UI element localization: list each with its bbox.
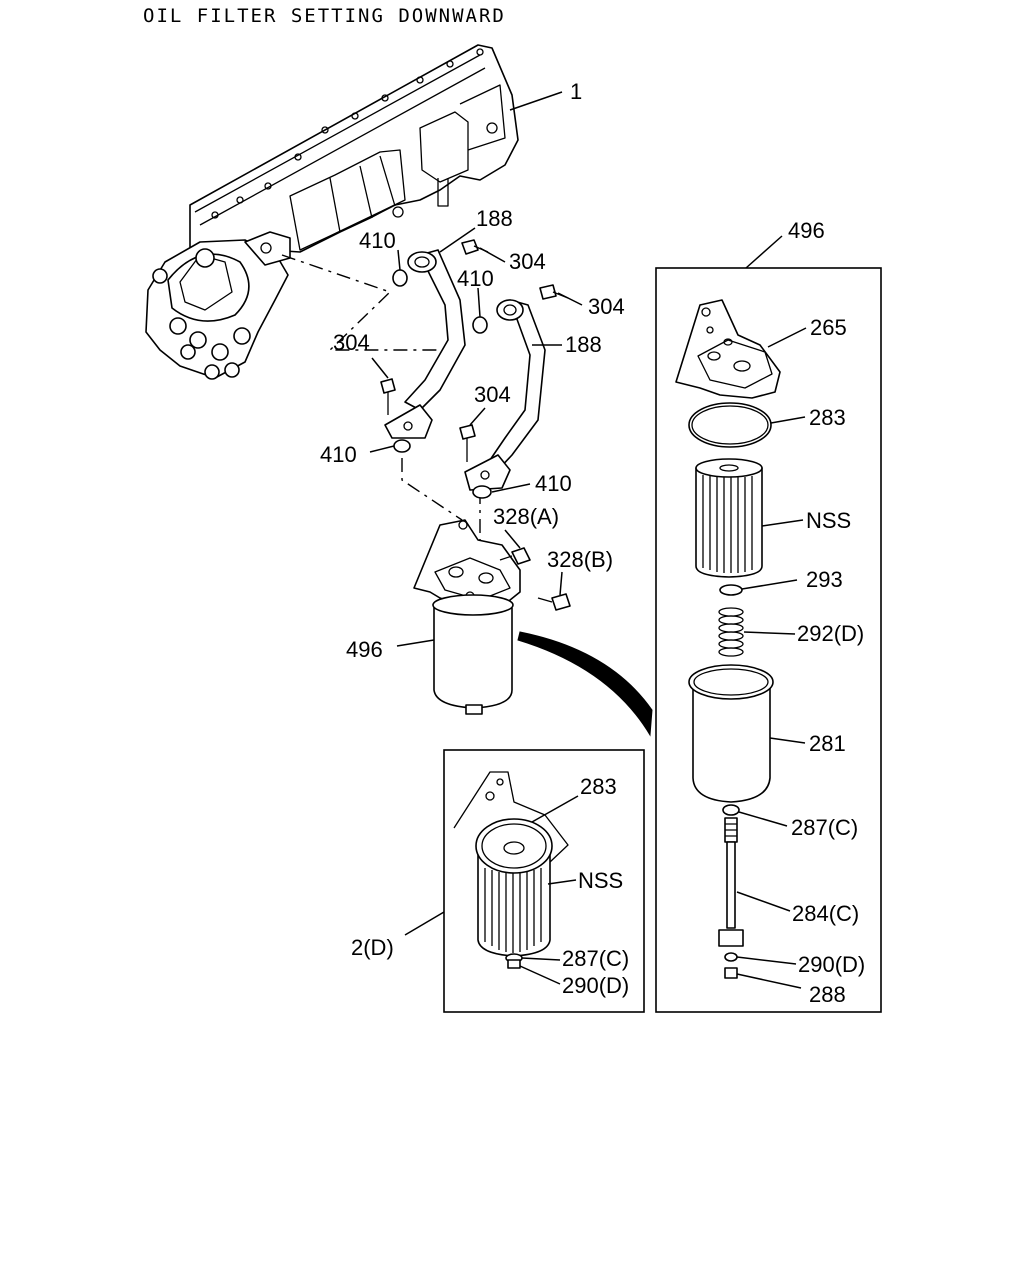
callout-304c: 304	[333, 330, 370, 355]
callout-2d: 2(D)	[351, 935, 394, 960]
part-oring-410-d	[472, 485, 492, 499]
detail-box-2d	[443, 749, 645, 1013]
assembly-line-a	[281, 254, 440, 351]
leader-284	[736, 891, 791, 912]
leader-304a	[479, 247, 506, 263]
leader-496-box	[745, 235, 783, 269]
callout-283a: 283	[809, 405, 846, 430]
callout-265: 265	[810, 315, 847, 340]
callout-283b: 283	[580, 774, 617, 799]
leader-292	[743, 631, 796, 635]
diagram-title: OIL FILTER SETTING DOWNWARD	[143, 5, 506, 27]
callout-nss-b: NSS	[578, 868, 623, 893]
part-oring-410-c	[393, 439, 411, 453]
leader-410a	[397, 249, 401, 271]
part-bolt-328b	[537, 593, 571, 611]
part-bolt-328a	[499, 547, 531, 565]
leader-328b	[559, 571, 563, 596]
part-engine-cover	[145, 44, 519, 380]
leader-304d	[469, 407, 486, 426]
part-bolt-304-b	[539, 284, 569, 300]
leader-410b	[477, 287, 481, 318]
callout-304b: 304	[588, 294, 625, 319]
part-oring-410-b	[472, 316, 488, 334]
part-seal-283-a	[688, 402, 772, 448]
leader-287a	[738, 811, 788, 827]
callout-1: 1	[570, 79, 582, 104]
leader-188a	[439, 227, 476, 253]
part-bolt-304-a	[461, 239, 489, 255]
detail-box-496	[655, 267, 882, 1013]
part-plug-288	[724, 967, 738, 979]
leader-304c	[371, 357, 389, 379]
part-filter-assembly-496	[413, 519, 521, 715]
part-element-nss-a	[695, 458, 763, 578]
leader-287b	[521, 957, 561, 961]
part-bolt-304-c	[380, 378, 396, 415]
callout-292: 292(D)	[797, 621, 864, 646]
leader-496-main	[396, 639, 435, 647]
callout-410d: 410	[535, 471, 572, 496]
callout-188b: 188	[565, 332, 602, 357]
part-oring-287-a	[722, 804, 740, 816]
leader-1	[509, 91, 563, 111]
callout-410a: 410	[359, 228, 396, 253]
leader-304b	[557, 292, 583, 306]
callout-304a: 304	[509, 249, 546, 274]
callout-281: 281	[809, 731, 846, 756]
part-bolt-304-d	[459, 424, 476, 462]
leader-290b	[519, 965, 561, 985]
callout-nss-a: NSS	[806, 508, 851, 533]
callout-328b: 328(B)	[547, 547, 613, 572]
callout-284: 284(C)	[792, 901, 859, 926]
callout-287a: 287(C)	[791, 815, 858, 840]
leader-293	[741, 579, 798, 590]
leader-nss-b	[547, 879, 577, 885]
leader-nss-a	[761, 519, 804, 527]
callout-496-main: 496	[346, 637, 383, 662]
callout-287b: 287(C)	[562, 946, 629, 971]
leader-265	[767, 327, 807, 348]
leader-288	[736, 973, 802, 989]
part-oring-410-a	[392, 269, 408, 287]
part-filter-head-265	[675, 299, 781, 399]
part-washer-293	[719, 584, 743, 596]
callout-410c: 410	[320, 442, 357, 467]
part-element-nss-b	[453, 771, 569, 969]
part-pipe-188-right	[464, 299, 546, 491]
callout-304d: 304	[474, 382, 511, 407]
part-washer-290-a	[724, 952, 738, 962]
leader-283b	[531, 795, 579, 823]
leader-283a	[770, 416, 806, 424]
part-pipe-188-left	[384, 249, 466, 439]
leader-410c	[369, 445, 395, 453]
callout-293: 293	[806, 567, 843, 592]
callout-290a: 290(D)	[798, 952, 865, 977]
leader-328a	[504, 529, 521, 549]
detail-arrow	[517, 631, 653, 737]
leader-290a	[736, 956, 797, 965]
callout-496-box: 496	[788, 218, 825, 243]
part-spring-292	[718, 607, 744, 657]
callout-288: 288	[809, 982, 846, 1007]
callout-188a: 188	[476, 206, 513, 231]
callout-410b: 410	[457, 266, 494, 291]
leader-2d	[404, 911, 445, 936]
callout-290b: 290(D)	[562, 973, 629, 998]
leader-410d	[491, 483, 531, 493]
part-center-bolt-284	[718, 817, 744, 947]
leader-281	[769, 737, 806, 744]
callout-328a: 328(A)	[493, 504, 559, 529]
part-can-281	[688, 664, 774, 803]
assembly-line-b	[401, 458, 463, 521]
